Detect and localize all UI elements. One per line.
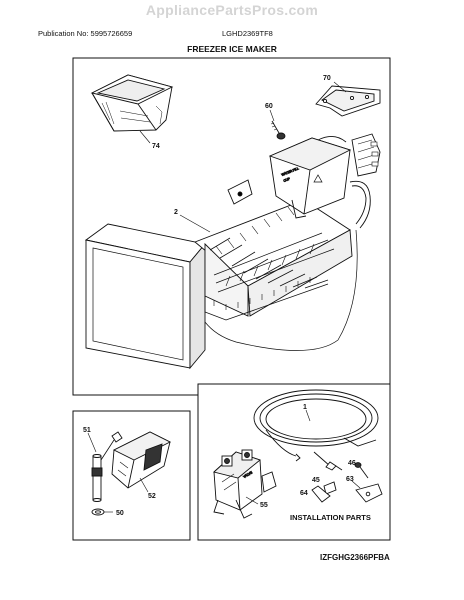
mounting-bracket-part (315, 85, 381, 117)
svg-text:CUP: CUP (283, 177, 291, 183)
svg-text:WATER FILL: WATER FILL (281, 166, 300, 177)
callout-45: 45 (312, 477, 320, 484)
site-watermark: AppliancePartsPros.com (145, 2, 319, 18)
water-line-part (253, 389, 379, 471)
small-screw-part (354, 462, 369, 479)
water-valve-part: VALVE (213, 449, 277, 519)
callout-63: 63 (346, 476, 354, 483)
heater-cover-part (111, 431, 172, 489)
small-clamp-part (323, 481, 337, 495)
ice-maker-assembly-part: WATER FILL CUP (84, 133, 381, 370)
tube-clip-part (311, 485, 331, 503)
callout-51: 51 (83, 427, 91, 434)
callout-46: 46 (348, 460, 356, 467)
ice-bucket-part (90, 74, 174, 132)
callout-50: 50 (116, 510, 124, 517)
diagram-title: FREEZER ICE MAKER (187, 44, 277, 54)
callout-2: 2 (174, 209, 178, 216)
screw-part (270, 120, 286, 140)
callout-74: 74 (152, 143, 160, 150)
svg-text:VALVE: VALVE (243, 470, 253, 478)
publication-number: Publication No: 5995726659 (38, 29, 133, 38)
fill-tube-part (91, 431, 123, 502)
washer-part (91, 508, 105, 516)
callout-64: 64 (300, 490, 308, 497)
callout-52: 52 (148, 493, 156, 500)
clamp-part (355, 483, 383, 503)
diagram-code: IZFGHG2366PFBA (320, 553, 390, 562)
callout-1: 1 (303, 404, 307, 411)
callout-60: 60 (265, 103, 273, 110)
model-number: LGHD2369TF8 (222, 29, 273, 38)
callout-55: 55 (260, 502, 268, 509)
callout-70: 70 (323, 75, 331, 82)
installation-parts-label: INSTALLATION PARTS (290, 513, 371, 522)
